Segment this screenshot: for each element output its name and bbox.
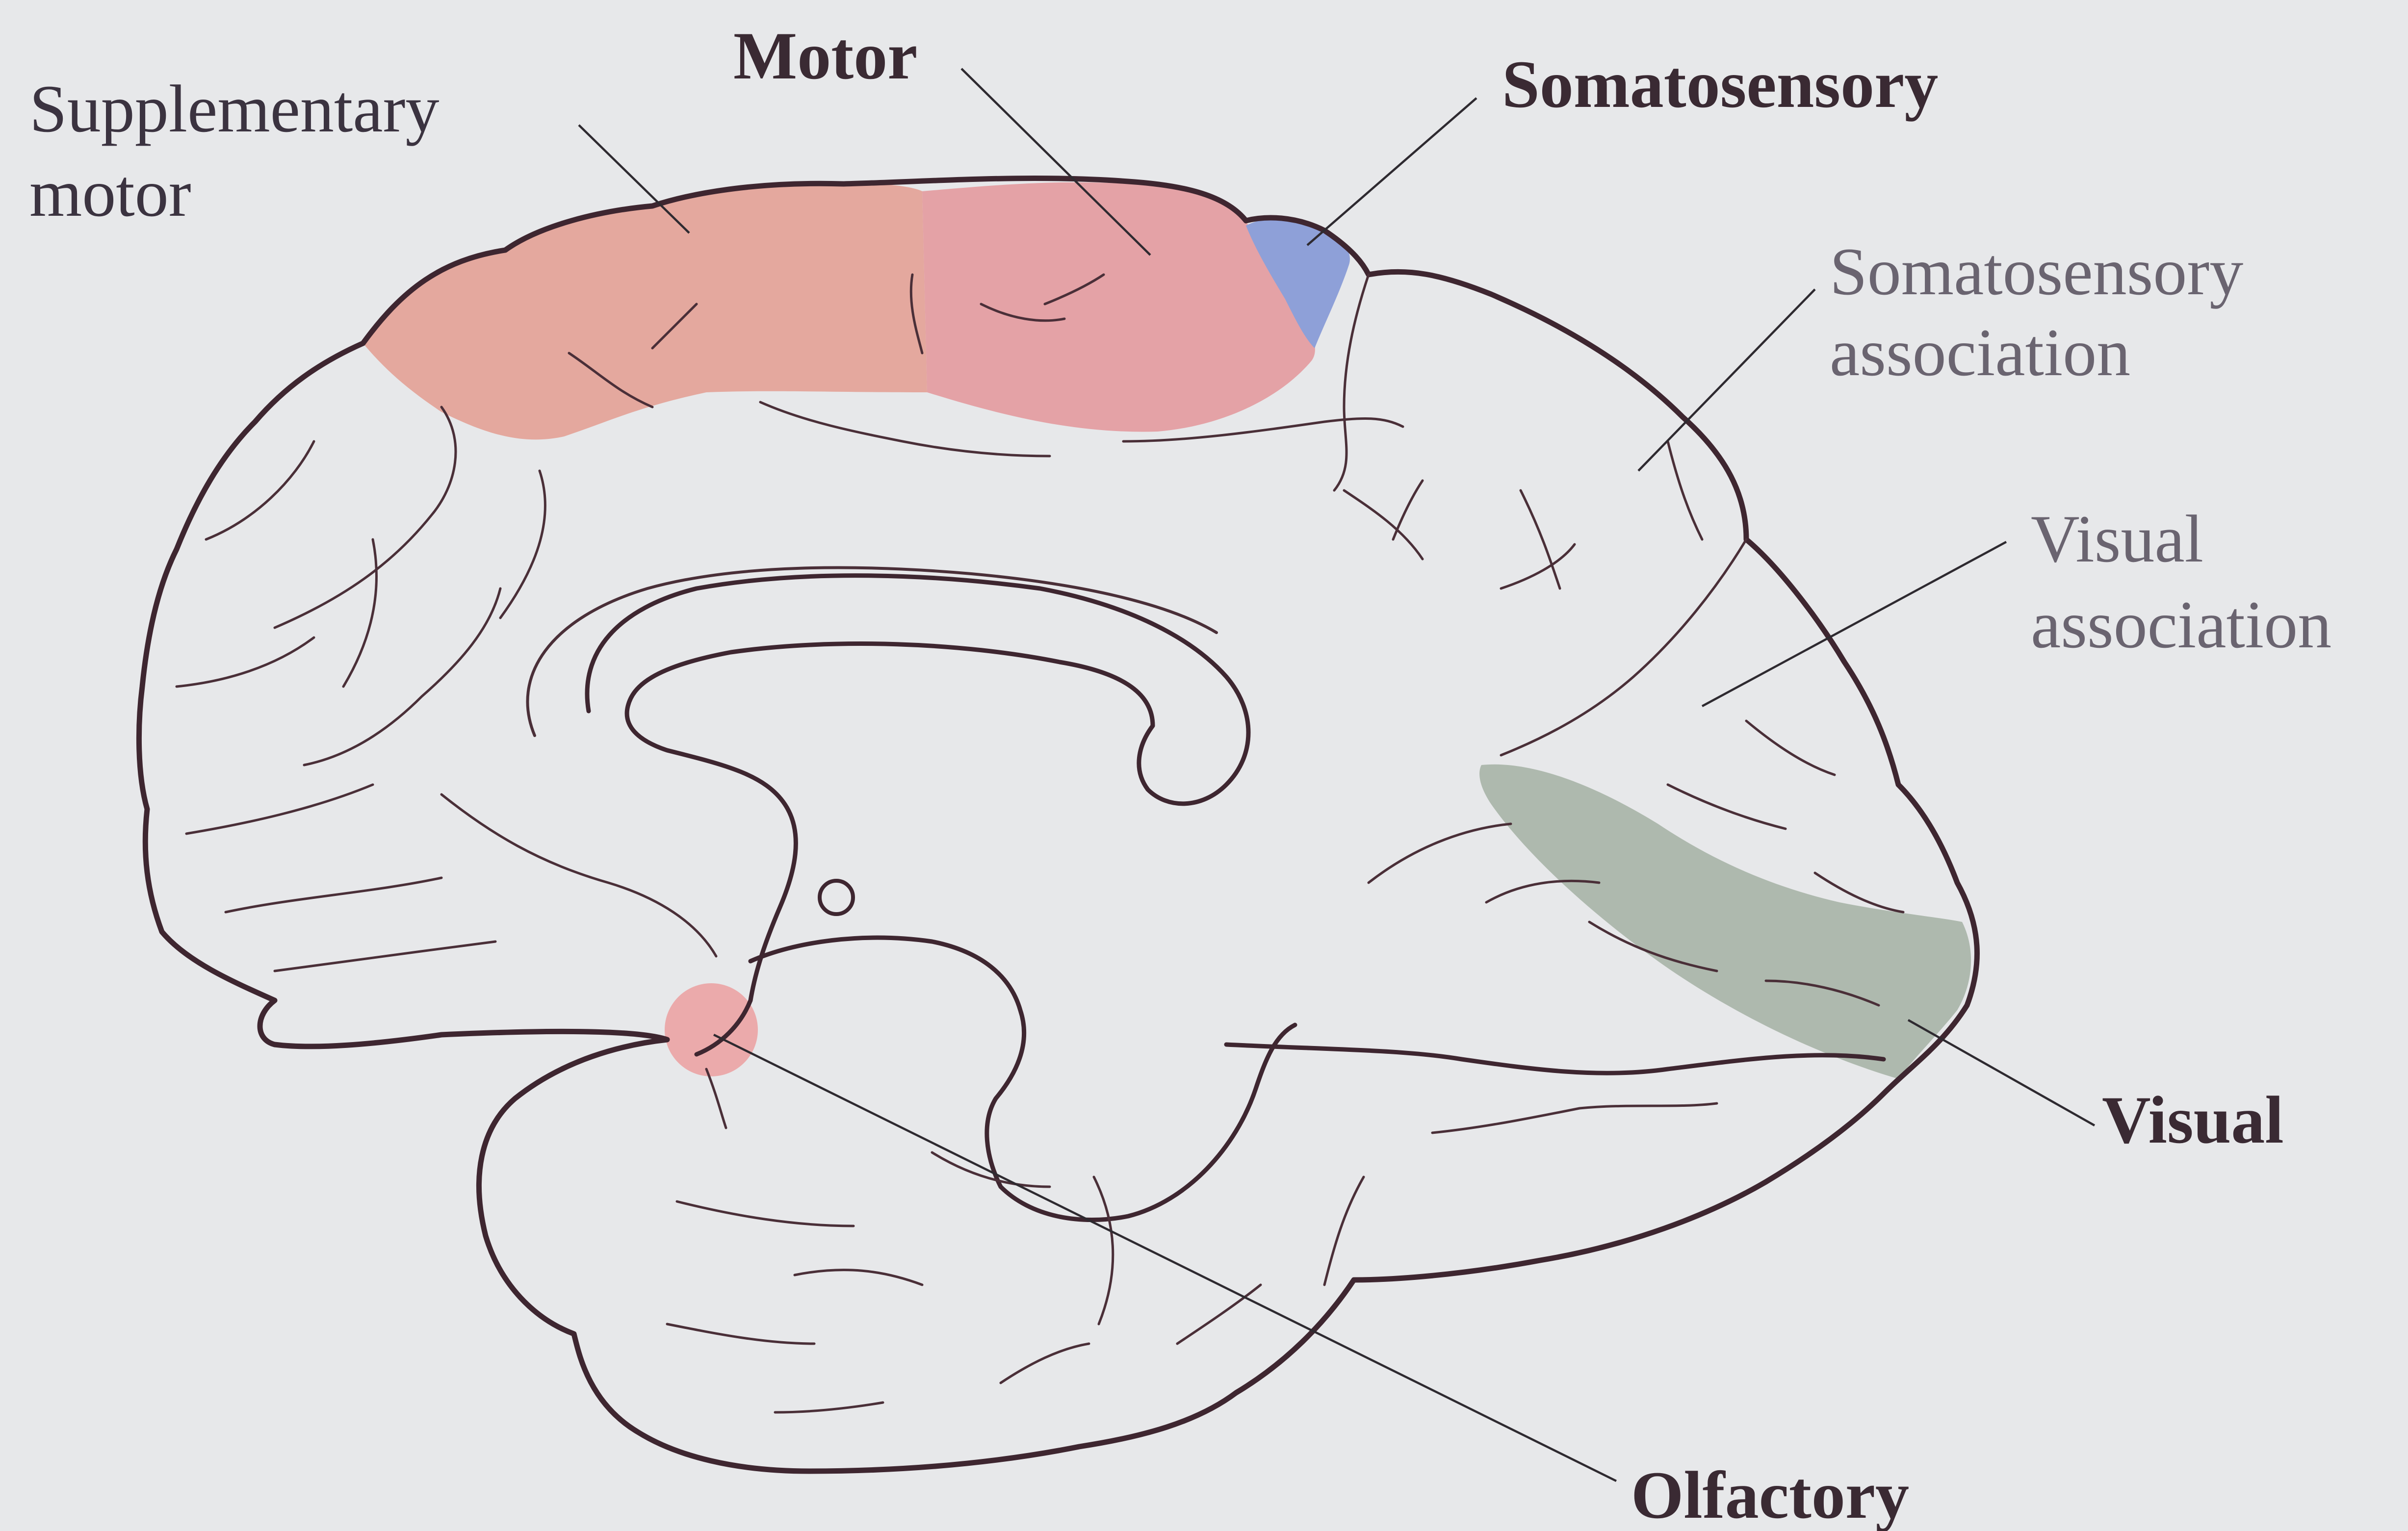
label-supplementary-motor-line2: motor: [29, 155, 191, 230]
label-visual-association-line2: association: [2031, 587, 2331, 662]
label-olfactory: Olfactory: [1631, 1457, 1909, 1531]
label-somatosensory: Somatosensory: [1502, 47, 1938, 122]
label-supplementary-motor-line1: Supplementary: [29, 71, 439, 146]
olfactory-region: [665, 983, 758, 1076]
label-visual: Visual: [2102, 1082, 2284, 1157]
label-visual-association-line1: Visual: [2031, 501, 2203, 576]
label-somatosensory-association-line2: association: [1830, 315, 2130, 390]
label-motor: Motor: [733, 18, 917, 93]
label-somatosensory-association-line1: Somatosensory: [1830, 234, 2243, 309]
